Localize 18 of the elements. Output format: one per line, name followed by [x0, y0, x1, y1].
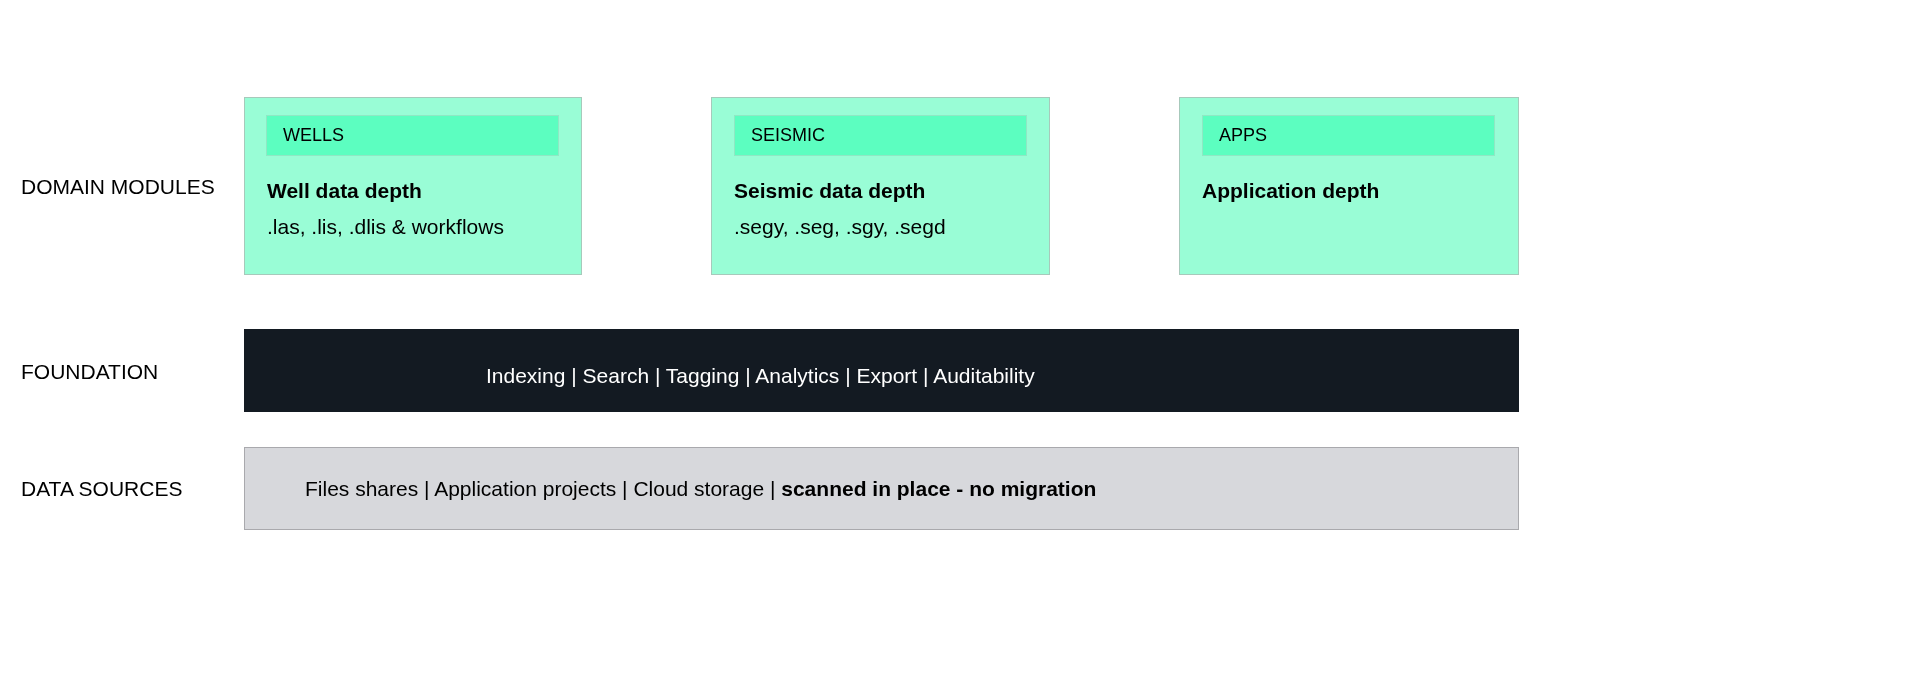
module-title-band: SEISMIC	[734, 115, 1027, 156]
module-card	[711, 97, 1050, 275]
capability-list: Indexing | Search | Tagging | Analytics | Export | Auditability	[486, 363, 1035, 389]
row-label: FOUNDATION	[21, 359, 159, 385]
row-label: DOMAIN MODULES	[21, 174, 215, 200]
module-card	[244, 97, 582, 275]
module-description: .las, .lis, .dlis & workflows	[267, 214, 504, 240]
source-list: Files shares | Application projects | Cloud storage | scanned in place - no migration	[305, 476, 1097, 502]
module-heading: Well data depth	[267, 178, 422, 204]
module-description: .segy, .seg, .sgy, .segd	[734, 214, 946, 240]
module-heading: Application depth	[1202, 178, 1380, 204]
data-sources-bar	[244, 447, 1519, 530]
module-card	[1179, 97, 1519, 275]
module-title-band: WELLS	[266, 115, 559, 156]
module-title-band: APPS	[1202, 115, 1495, 156]
module-heading: Seismic data depth	[734, 178, 926, 204]
row-label: DATA SOURCES	[21, 476, 183, 502]
foundation-bar	[244, 329, 1519, 412]
